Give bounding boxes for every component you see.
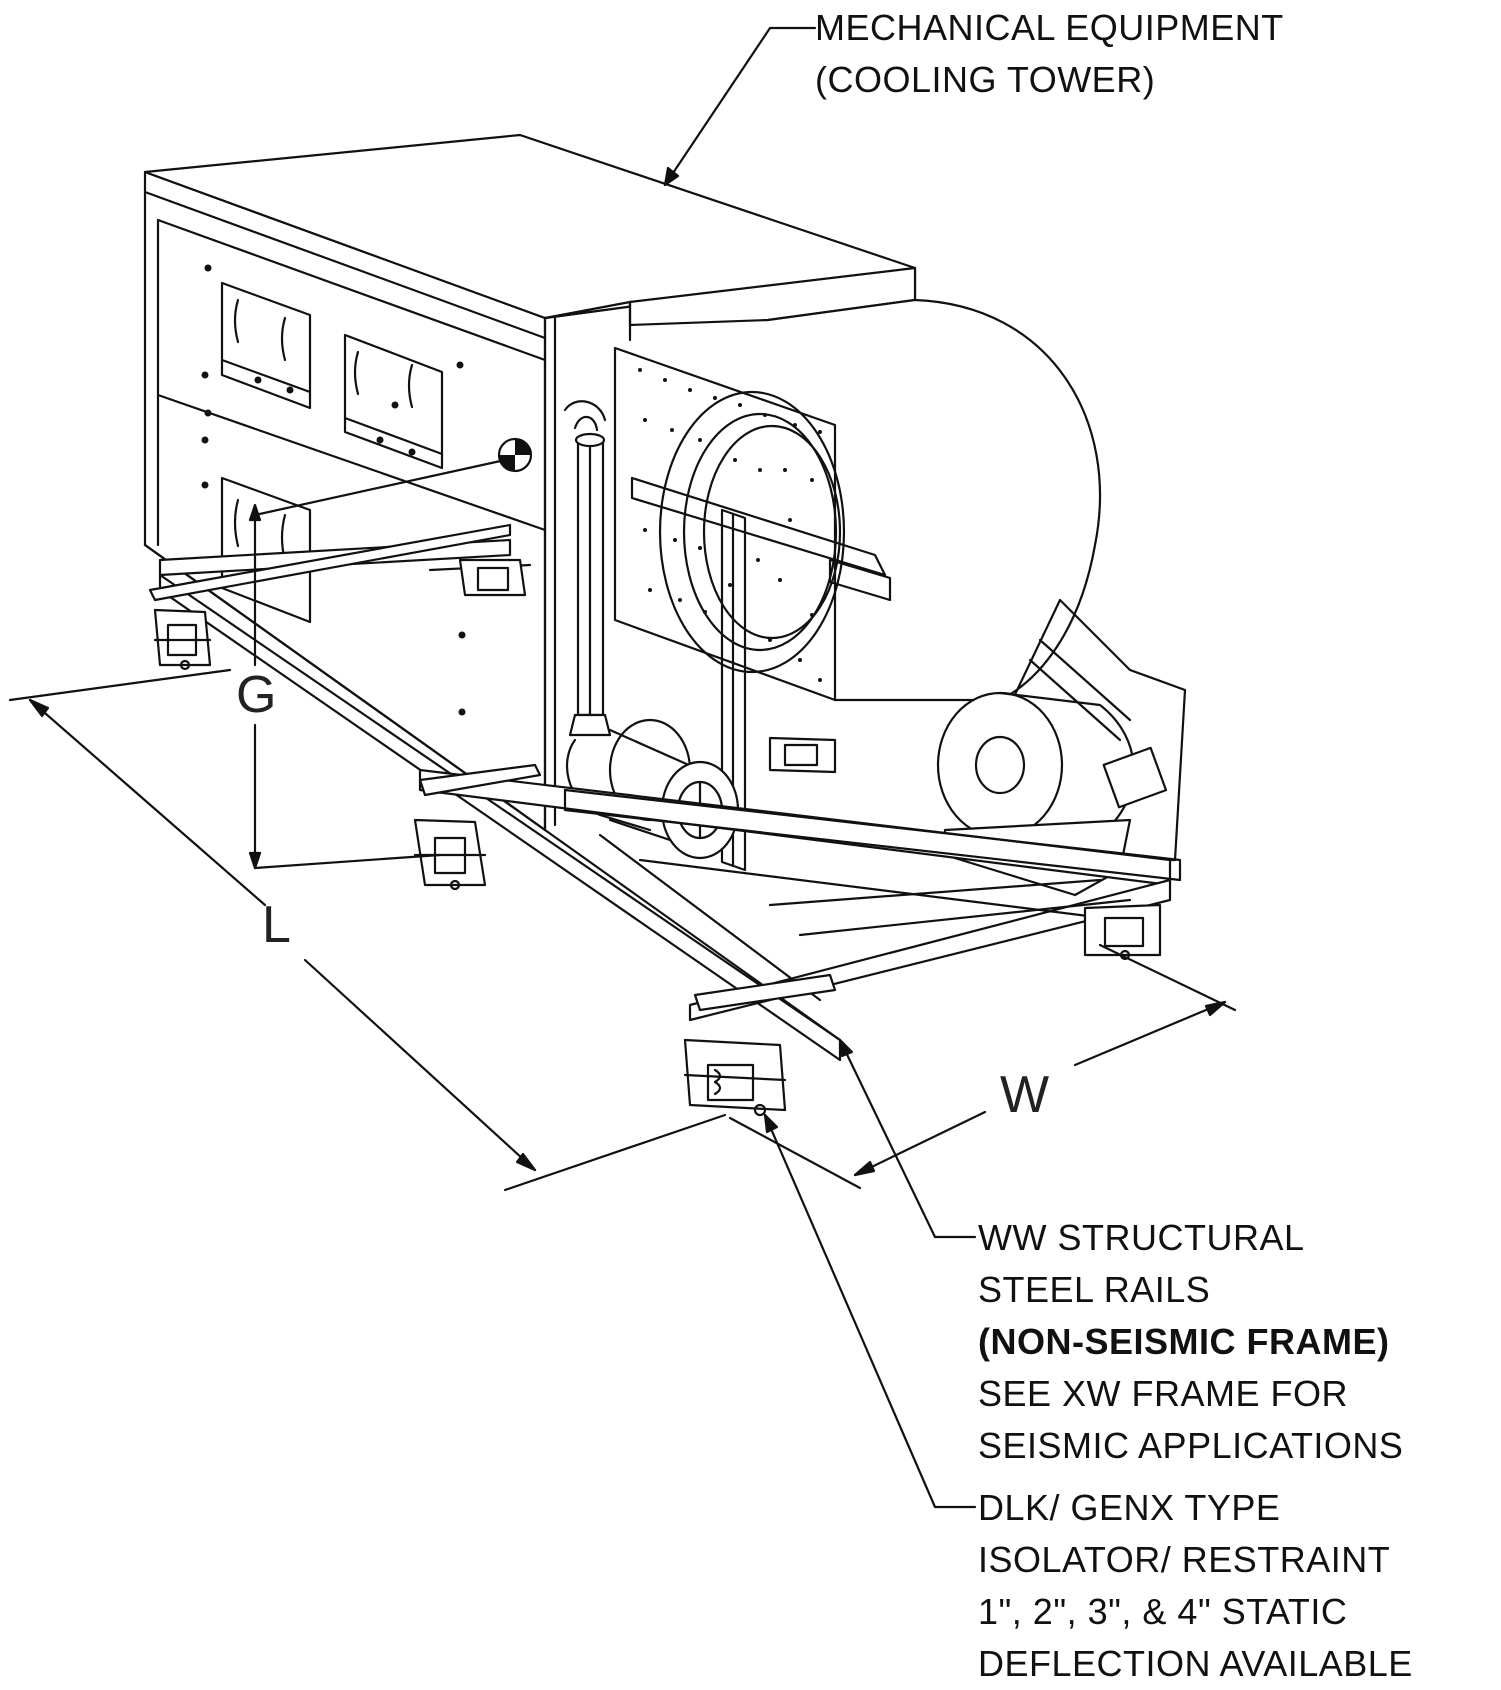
dimension-label-L: L: [262, 896, 291, 954]
leader-isolator: [765, 1115, 975, 1507]
access-door-upper-left: [222, 283, 310, 408]
equipment-label-line-1: MECHANICAL EQUIPMENT: [815, 7, 1284, 48]
fan-scroll-housing: [630, 268, 1100, 700]
isolator-label-line-4: DEFLECTION AVAILABLE: [978, 1643, 1413, 1684]
cross-beams: [150, 525, 835, 1010]
leader-rails: [840, 1040, 975, 1237]
isolator-label: DLK/ GENX TYPE ISOLATOR/ RESTRAINT 1", 2…: [978, 1482, 1413, 1690]
center-of-gravity-icon: [499, 439, 531, 471]
isolator-label-line-2: ISOLATOR/ RESTRAINT: [978, 1539, 1391, 1580]
water-pipe: [565, 401, 610, 735]
isolator-rear-left: [460, 560, 525, 595]
dimension-G: [250, 505, 440, 868]
rails-note-line-2: SEISMIC APPLICATIONS: [978, 1425, 1404, 1466]
dimension-label-G: G: [236, 666, 277, 724]
isolator-rear-right: [1085, 905, 1160, 959]
dimension-W: [730, 945, 1235, 1188]
dimension-L: [10, 670, 725, 1190]
isolator-front-middle: [415, 820, 485, 889]
equipment-label-line-2: (COOLING TOWER): [815, 59, 1156, 100]
panel-dots: [638, 368, 822, 682]
isolator-label-line-1: DLK/ GENX TYPE: [978, 1487, 1281, 1528]
leader-equipment: [665, 28, 815, 185]
rails-note-line-1: SEE XW FRAME FOR: [978, 1373, 1349, 1414]
isolator-rear-middle: [770, 738, 835, 772]
rails-label-line-1: WW STRUCTURAL: [978, 1217, 1305, 1258]
rails-label: WW STRUCTURAL STEEL RAILS (NON-SEISMIC F…: [978, 1212, 1403, 1472]
equipment-label: MECHANICAL EQUIPMENT (COOLING TOWER): [815, 2, 1284, 106]
fan-inlet-panel: [615, 348, 890, 870]
access-door-upper-right: [345, 335, 442, 468]
isolator-label-line-3: 1", 2", 3", & 4" STATIC: [978, 1591, 1348, 1632]
isolator-front-left: [155, 610, 210, 669]
rails-label-non-seismic: (NON-SEISMIC FRAME): [978, 1321, 1390, 1362]
isolator-front-right: [685, 1040, 785, 1115]
rivet-dots: [201, 264, 466, 716]
rails-label-line-2: STEEL RAILS: [978, 1269, 1211, 1310]
pump-motor: [567, 720, 738, 858]
dimension-label-W: W: [1000, 1066, 1050, 1124]
